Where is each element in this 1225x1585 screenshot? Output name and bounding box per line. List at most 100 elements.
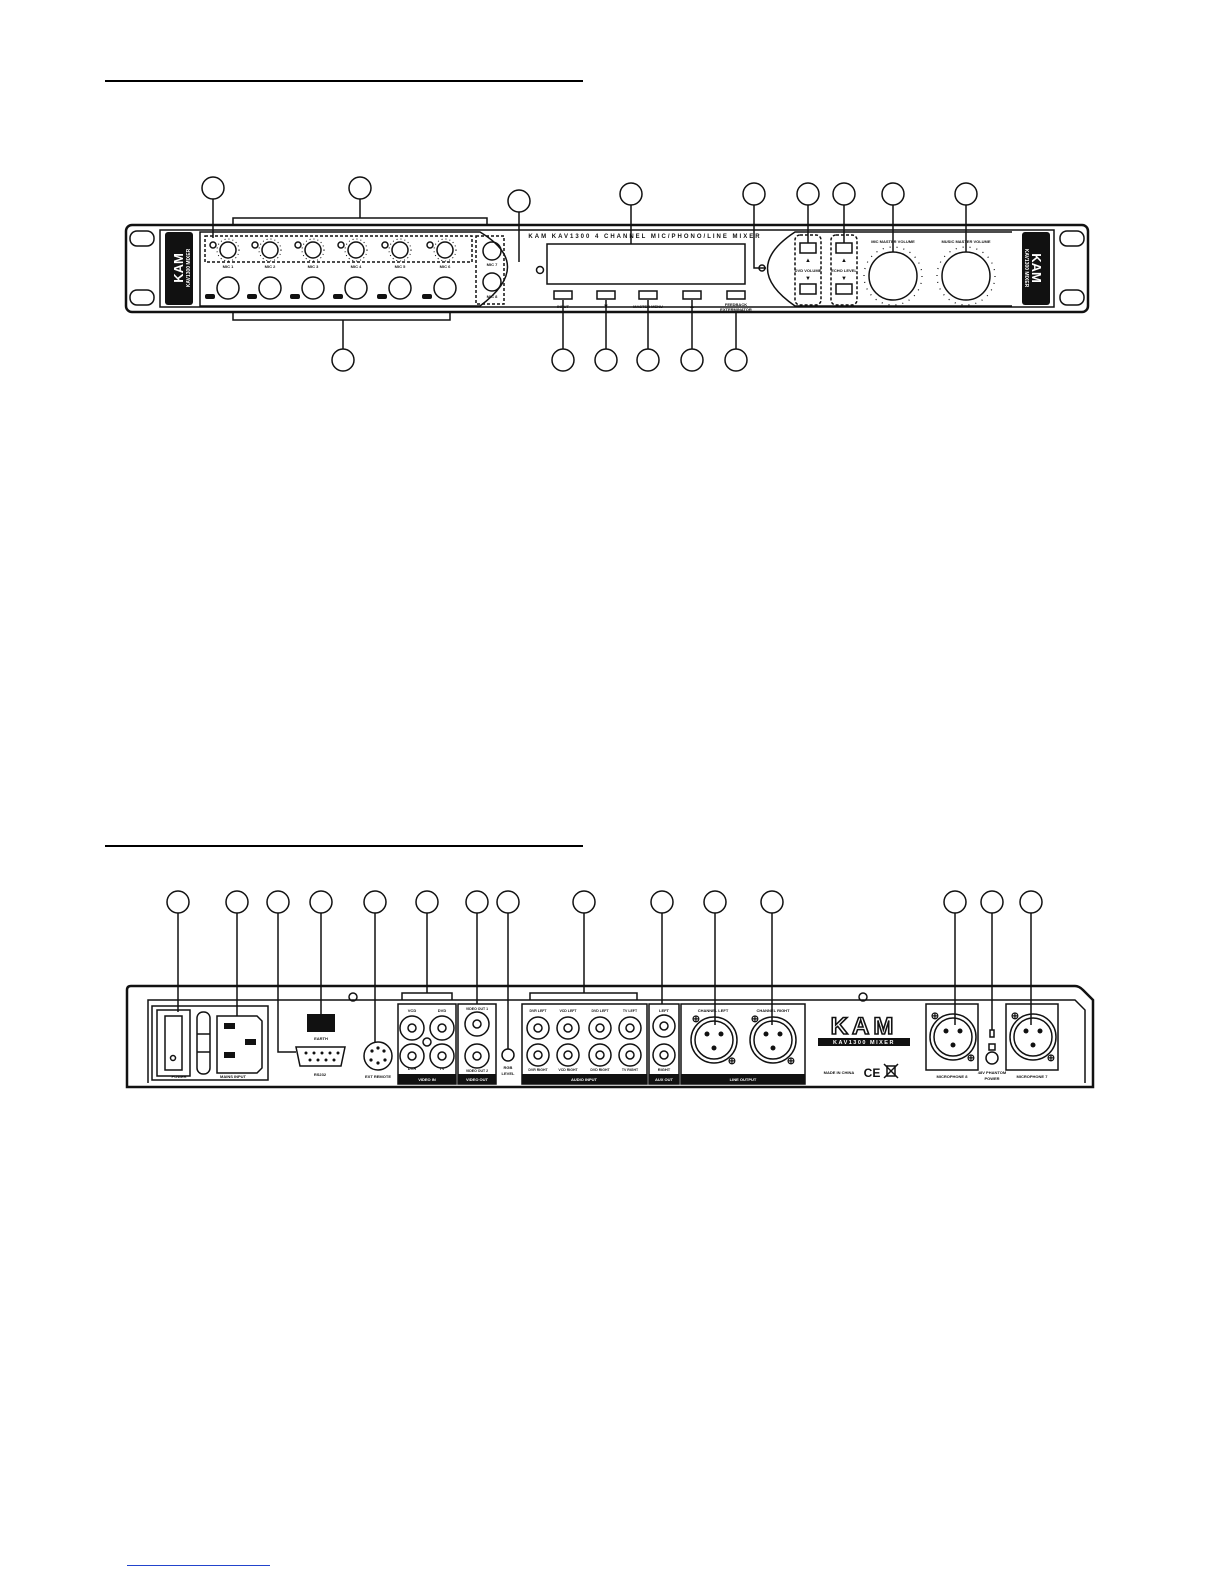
phantom-power-switch[interactable] bbox=[985, 1029, 999, 1065]
front-right-brand-strip: KAM KAV1300 MIXER bbox=[1022, 232, 1050, 305]
video-in-bar bbox=[398, 1074, 456, 1084]
master-menu-button[interactable] bbox=[638, 290, 658, 300]
mic-3-echo-knob[interactable] bbox=[301, 238, 325, 262]
mic-jack[interactable] bbox=[333, 294, 343, 299]
input-button[interactable] bbox=[553, 290, 573, 300]
feedback-exterminator-button[interactable]: FEEDBACK EXTERMINATOR bbox=[720, 290, 752, 312]
audio-input-top-jack[interactable] bbox=[556, 1016, 580, 1040]
audio-input-top-jack[interactable] bbox=[588, 1016, 612, 1040]
audio-input-top-jack[interactable] bbox=[618, 1016, 642, 1040]
mic-1-volume-knob[interactable] bbox=[216, 276, 240, 300]
up-arrow-button[interactable] bbox=[682, 290, 702, 300]
mic-5-volume-knob[interactable] bbox=[388, 276, 412, 300]
mic-4-echo-knob[interactable] bbox=[344, 238, 368, 262]
aux-left-jack[interactable] bbox=[652, 1014, 676, 1038]
audio-input-top-jack[interactable] bbox=[526, 1016, 550, 1040]
video-in-jack-2[interactable] bbox=[429, 1015, 455, 1041]
side-brand-logo: KAM bbox=[1029, 253, 1044, 283]
mic-2-echo-knob[interactable] bbox=[258, 238, 282, 262]
mic-8-label: MIC 8 bbox=[487, 294, 498, 299]
mic-jack[interactable] bbox=[247, 294, 257, 299]
video-out-2-jack[interactable] bbox=[464, 1043, 490, 1069]
side-model-text: KAV1300 MIXER bbox=[1023, 249, 1029, 288]
aux-right-jack[interactable] bbox=[652, 1043, 676, 1067]
mic-1-echo-knob[interactable] bbox=[216, 238, 240, 262]
rear-panel: POWER MAINS INPUT EARTH RS232 bbox=[125, 890, 1095, 1089]
mains-input-label: MAINS INPUT bbox=[220, 1074, 247, 1079]
callout-circle bbox=[650, 890, 674, 914]
mic-6-volume-knob[interactable] bbox=[433, 276, 457, 300]
rack-slot bbox=[129, 289, 155, 306]
mic-7-8-group bbox=[475, 235, 505, 305]
rear-brand-logo: KAM bbox=[831, 1013, 898, 1040]
power-switch[interactable] bbox=[156, 1009, 191, 1077]
down-arrow-button[interactable] bbox=[596, 290, 616, 300]
echo-level-down-button[interactable]: ▼ bbox=[835, 276, 853, 295]
ce-mark: CE bbox=[864, 1066, 881, 1080]
mic-6-label: MIC 6 bbox=[440, 264, 451, 269]
front-left-rack-ear bbox=[129, 230, 155, 306]
video-in-jack-1[interactable] bbox=[399, 1015, 425, 1041]
peak-led bbox=[209, 241, 217, 249]
earth-terminal[interactable]: EARTH bbox=[307, 1014, 335, 1041]
audio-input-bottom-jack[interactable] bbox=[588, 1043, 612, 1067]
mic-4-volume-knob[interactable] bbox=[344, 276, 368, 300]
video-in-jack-4[interactable] bbox=[429, 1043, 455, 1069]
mic-2-label: MIC 2 bbox=[265, 264, 276, 269]
callout-circle bbox=[309, 890, 333, 914]
callout-circle bbox=[760, 890, 784, 914]
video-in-jack-label: DVR bbox=[408, 1066, 417, 1071]
peak-led bbox=[294, 241, 302, 249]
rack-slot bbox=[1059, 289, 1085, 306]
mic-7-knob[interactable]: MIC 7 bbox=[482, 241, 502, 267]
chassis-screw bbox=[348, 992, 358, 1002]
side-model-text: KAV1300 MIXER bbox=[186, 248, 192, 287]
dvd-volume-down-button[interactable]: ▼ bbox=[799, 276, 817, 295]
audio-input-bottom-jack[interactable] bbox=[618, 1043, 642, 1067]
microphone-7-xlr[interactable]: ⊕⊕ bbox=[1009, 1011, 1057, 1064]
line-output-right-xlr[interactable]: ⊕⊕ bbox=[749, 1014, 797, 1067]
down-arrow-icon: ▼ bbox=[841, 276, 847, 282]
line-output-left-xlr[interactable]: ⊕⊕ bbox=[690, 1014, 738, 1067]
mic-jack[interactable] bbox=[377, 294, 387, 299]
microphone-7-block bbox=[1005, 1003, 1059, 1071]
rear-section-rule bbox=[105, 845, 583, 847]
microphone-8-xlr[interactable]: ⊕⊕ bbox=[929, 1011, 977, 1064]
channel-left-label: CHANNEL LEFT bbox=[698, 1008, 729, 1013]
mic-2-volume-knob[interactable] bbox=[258, 276, 282, 300]
echo-level-up-button[interactable]: ▲ bbox=[835, 242, 853, 264]
front-panel: KAM KAV1300 MIXER KAM KAV1300 MIXER MIC … bbox=[124, 176, 1090, 372]
front-header-text: KAM KAV1300 4 CHANNEL MIC/PHONO/LINE MIX… bbox=[528, 234, 761, 240]
rear-callouts bbox=[166, 890, 1043, 914]
screw-icon: ⊕ bbox=[931, 1011, 939, 1022]
rgb-level-knob[interactable] bbox=[501, 1048, 515, 1062]
ext-remote-port[interactable] bbox=[363, 1041, 393, 1071]
mic-jack[interactable] bbox=[422, 294, 432, 299]
callout-circle bbox=[832, 182, 856, 206]
mic-3-volume-knob[interactable] bbox=[301, 276, 325, 300]
audio-input-bottom-jack[interactable] bbox=[526, 1043, 550, 1067]
rack-slot bbox=[1059, 230, 1085, 247]
front-inner-frame bbox=[159, 229, 1055, 308]
peak-led bbox=[337, 241, 345, 249]
video-in-jack-3[interactable] bbox=[399, 1043, 425, 1069]
video-out-1-jack[interactable] bbox=[464, 1011, 490, 1037]
mic-jack[interactable] bbox=[290, 294, 300, 299]
audio-input-label: AUDIO INPUT bbox=[571, 1077, 598, 1082]
mic-jack[interactable] bbox=[205, 294, 215, 299]
mic-8-knob[interactable]: MIC 8 bbox=[482, 272, 502, 299]
screw-icon: ⊕ bbox=[1011, 1011, 1019, 1022]
mic-5-echo-knob[interactable] bbox=[388, 238, 412, 262]
up-arrow-icon: ▲ bbox=[805, 258, 811, 264]
front-callouts bbox=[201, 176, 978, 372]
dvd-volume-up-button[interactable]: ▲ bbox=[799, 242, 817, 264]
audio-input-bottom-jack[interactable] bbox=[556, 1043, 580, 1067]
mains-input-socket[interactable] bbox=[216, 1015, 263, 1074]
rear-model-text: KAV1300 MIXER bbox=[833, 1040, 895, 1046]
callout-circle bbox=[724, 348, 748, 372]
rs232-port[interactable] bbox=[295, 1046, 346, 1067]
fuse-holder[interactable] bbox=[196, 1011, 211, 1075]
video-in-jack-label: DVD bbox=[438, 1008, 447, 1013]
callout-circle bbox=[507, 189, 531, 213]
mic-6-echo-knob[interactable] bbox=[433, 238, 457, 262]
